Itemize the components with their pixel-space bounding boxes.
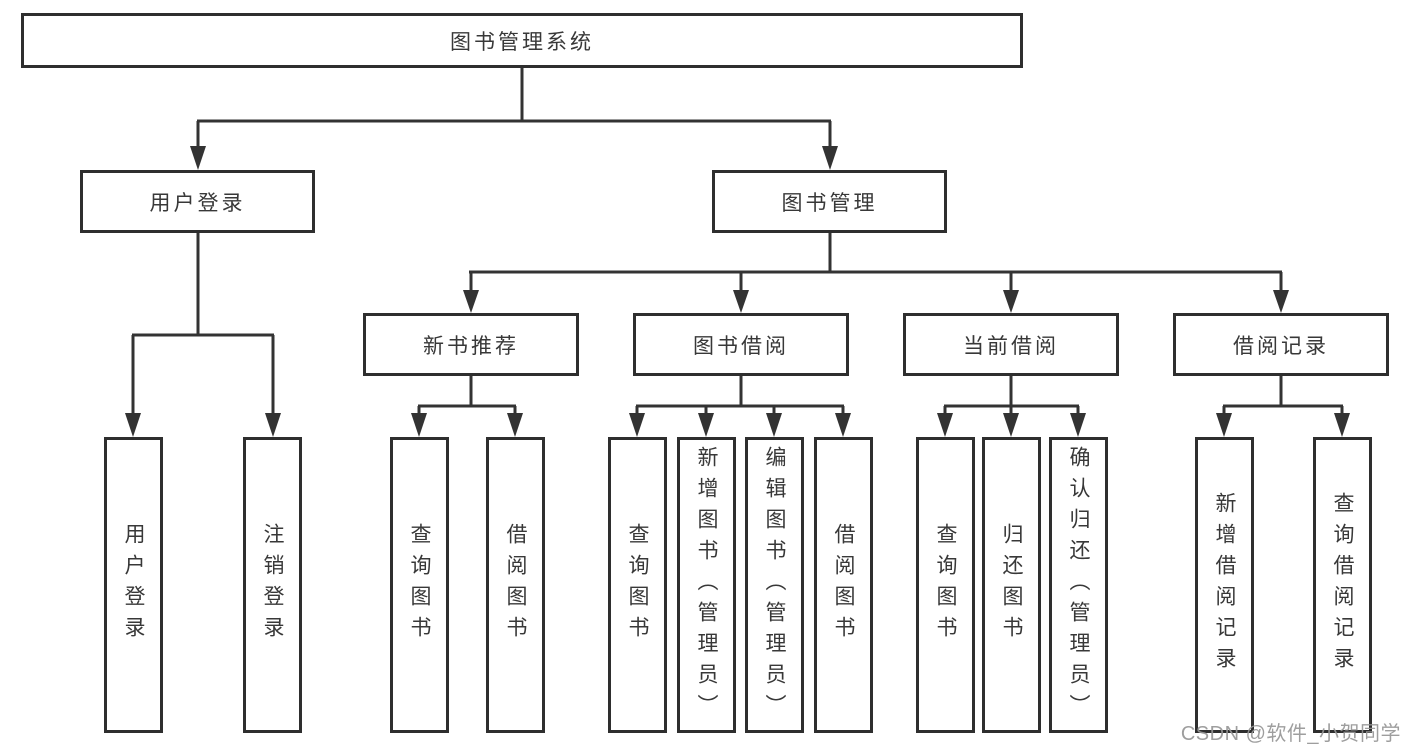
leaf-label: 编辑图书（管理员） [763,445,786,725]
node-library-management-system: 图书管理系统 [21,13,1023,68]
leaf-label: 借阅图书 [504,523,527,647]
node-new-book-recommend: 新书推荐 [363,313,579,376]
node-book-borrowing: 图书借阅 [633,313,849,376]
leaf-label: 查询借阅记录 [1331,492,1354,678]
leaf-query-borrow-record: 查询借阅记录 [1313,437,1372,733]
leaf-borrow-books-recommend: 借阅图书 [486,437,545,733]
arrowhead-down-icon [766,413,782,437]
leaf-edit-books-admin: 编辑图书（管理员） [745,437,804,733]
leaf-label: 新增图书（管理员） [695,445,718,725]
node-current-borrowing: 当前借阅 [903,313,1119,376]
arrowhead-down-icon [1003,413,1019,437]
arrowhead-down-icon [733,290,749,313]
arrowhead-down-icon [629,413,645,437]
leaf-logout: 注销登录 [243,437,302,733]
leaf-label: 归还图书 [1000,523,1023,647]
node-book-management: 图书管理 [712,170,947,233]
leaf-label: 查询图书 [408,523,431,647]
arrowhead-down-icon [937,413,953,437]
arrowhead-down-icon [1216,413,1232,437]
leaf-label: 借阅图书 [832,523,855,647]
leaf-borrow-books-borrowing: 借阅图书 [814,437,873,733]
leaf-label: 确认归还（管理员） [1067,445,1090,725]
leaf-query-books-recommend: 查询图书 [390,437,449,733]
arrowhead-down-icon [411,413,427,437]
leaf-label: 新增借阅记录 [1213,492,1236,678]
node-borrowing-records: 借阅记录 [1173,313,1389,376]
leaf-user-login: 用户登录 [104,437,163,733]
arrowhead-down-icon [822,146,838,170]
leaf-label: 查询图书 [626,523,649,647]
arrowhead-down-icon [1003,290,1019,313]
arrowhead-down-icon [125,413,141,437]
watermark: CSDN @软件_小贺同学 [1180,723,1401,745]
arrowhead-down-icon [835,413,851,437]
arrowhead-down-icon [1334,413,1350,437]
node-user-login: 用户登录 [80,170,315,233]
leaf-query-books-borrowing: 查询图书 [608,437,667,733]
arrowhead-down-icon [1070,413,1086,437]
leaf-confirm-return-admin: 确认归还（管理员） [1049,437,1108,733]
leaf-add-books-admin: 新增图书（管理员） [677,437,736,733]
leaf-label: 查询图书 [934,523,957,647]
arrowhead-down-icon [190,146,206,170]
arrowhead-down-icon [507,413,523,437]
leaf-return-books: 归还图书 [982,437,1041,733]
arrowhead-down-icon [698,413,714,437]
arrowhead-down-icon [463,290,479,313]
arrowhead-down-icon [1273,290,1289,313]
leaf-label: 注销登录 [261,523,284,647]
leaf-add-borrow-record: 新增借阅记录 [1195,437,1254,733]
leaf-label: 用户登录 [122,523,145,647]
arrowhead-down-icon [265,413,281,437]
leaf-query-books-current: 查询图书 [916,437,975,733]
